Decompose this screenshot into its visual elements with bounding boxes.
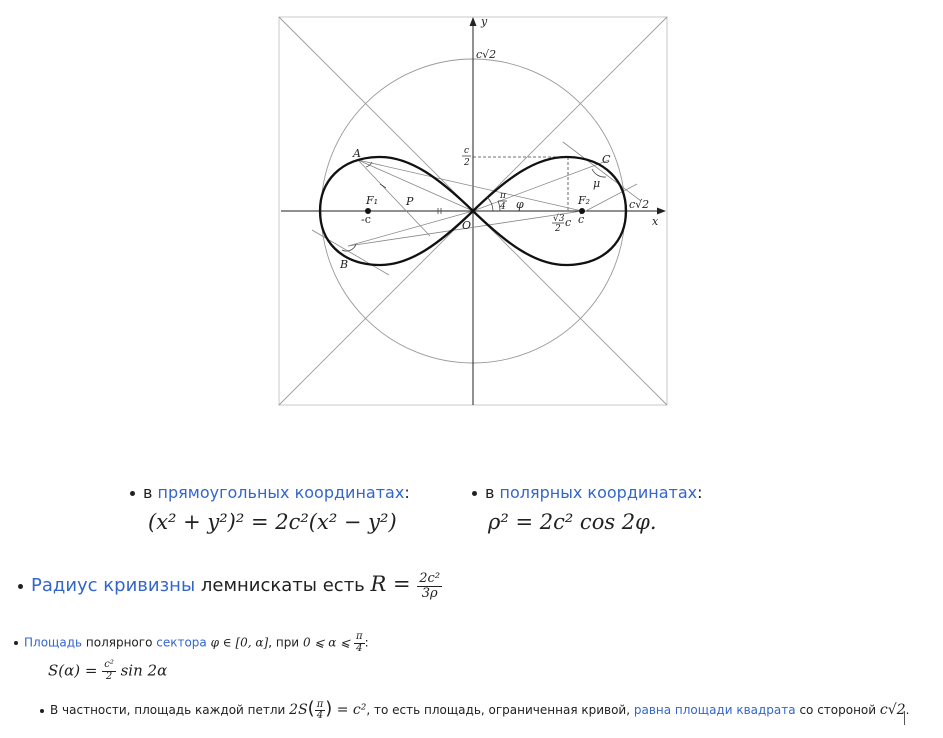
label-sqrt3-den: 2 — [554, 224, 561, 234]
label-O: O — [462, 219, 471, 232]
polar-equation: ρ² = 2c² cos 2φ. — [488, 510, 657, 534]
label-F1: F₁ — [365, 194, 378, 207]
rect-suffix: : — [404, 483, 410, 502]
note-text3: со стороной — [795, 703, 880, 717]
bullet — [14, 641, 18, 645]
area-item: Площадь полярного сектора φ ∈ [0, α], пр… — [14, 631, 369, 654]
line-A-P — [357, 159, 431, 237]
sector-link[interactable]: сектора — [156, 635, 207, 650]
area-pi-den: 4 — [356, 642, 363, 654]
label-minus-c: -c — [361, 213, 371, 226]
note-pi-num: π — [314, 698, 326, 711]
square-area-link[interactable]: равна площади квадрата — [633, 703, 796, 717]
arc-A — [365, 161, 373, 168]
area-cond2: 0 ⩽ α ⩽ — [302, 635, 355, 650]
label-pi4-num: π — [499, 191, 507, 201]
label-P: P — [405, 195, 414, 208]
rect-prefix: в — [143, 483, 158, 502]
label-phi: φ — [516, 198, 524, 211]
point-F1 — [365, 208, 371, 214]
curvature-den: 3ρ — [421, 585, 438, 601]
rect-coords-link[interactable]: прямоугольных координатах — [157, 483, 405, 502]
curvature-radius-link[interactable]: Радиус кривизны — [31, 575, 196, 597]
bullet — [40, 708, 44, 713]
normal-C — [579, 183, 638, 215]
note-text2: , то есть площадь, ограниченная кривой, — [366, 703, 634, 717]
line-A-F2 — [357, 159, 583, 212]
x-axis-arrow — [657, 207, 666, 215]
area-text1: полярного — [82, 635, 157, 650]
note-expr2: = c² — [332, 702, 367, 718]
area-eq-num: c² — [102, 659, 116, 672]
label-c-sqrt2-top: c√2 — [476, 48, 496, 61]
lemniscate-diagram: y x c√2 c√2 c 2 A B C O P F₁ F₂ -c c π 4… — [278, 15, 668, 406]
curvature-lhs: R = — [370, 572, 418, 597]
tangent-C — [562, 141, 642, 202]
area-text2: , при — [268, 635, 303, 650]
text-cursor — [904, 711, 905, 725]
polar-coords-link[interactable]: полярных координатах — [499, 483, 698, 502]
arc-pi4 — [486, 196, 494, 212]
label-c-sqrt2-right: c√2 — [629, 198, 649, 211]
area-pi-num: π — [354, 631, 365, 644]
area-cond1: φ ∈ [0, α] — [206, 635, 269, 650]
y-axis-arrow — [469, 17, 477, 26]
label-C: C — [602, 153, 611, 166]
note-end: . — [905, 703, 910, 717]
rect-equation: (x² + y²)² = 2c²(x² − y²) — [148, 510, 397, 534]
label-pi4-den: 4 — [499, 202, 506, 212]
curvature-num: 2c² — [417, 571, 443, 587]
arc-mu — [591, 168, 607, 178]
tick-1 — [379, 183, 387, 189]
area-link[interactable]: Площадь — [24, 635, 83, 650]
area-colon: : — [364, 635, 369, 650]
lemniscate-curve — [318, 155, 628, 267]
paren-close: ) — [325, 698, 333, 719]
line-O-C — [472, 159, 610, 212]
note-text1: В частности, площадь каждой петли — [50, 703, 290, 717]
lemniscate-figure: y x c√2 c√2 c 2 A B C O P F₁ F₂ -c c π 4… — [276, 14, 670, 408]
note-expr1: 2S — [289, 702, 308, 718]
label-mu: μ — [593, 177, 600, 190]
note-expr3: c√2 — [879, 702, 906, 718]
label-F2: F₂ — [577, 194, 590, 207]
point-F2 — [579, 208, 585, 214]
tangent-B — [311, 229, 390, 276]
label-c-half-num: c — [464, 146, 469, 156]
label-A: A — [352, 147, 361, 160]
line-B-O — [347, 210, 474, 247]
curvature-text: лемнискаты есть — [195, 575, 371, 597]
note-pi-den: 4 — [316, 710, 324, 721]
label-y: y — [480, 15, 488, 28]
arc-B — [341, 243, 357, 252]
area-eq-lhs: S(α) = — [48, 661, 103, 680]
bullet — [18, 583, 23, 589]
line-A-O — [357, 159, 474, 212]
label-B: B — [339, 258, 348, 271]
polar-suffix: : — [697, 483, 703, 502]
area-eq-den: 2 — [105, 670, 113, 682]
label-c-half-den: 2 — [463, 158, 470, 168]
bullet — [472, 491, 477, 496]
bullet — [130, 491, 135, 496]
paren-open: ( — [307, 698, 315, 719]
label-x: x — [652, 215, 659, 228]
area-eq-rhs: sin 2α — [115, 661, 168, 680]
rect-coords-item: в прямоугольных координатах: — [130, 483, 410, 502]
polar-coords-item: в полярных координатах: — [472, 483, 703, 502]
polar-prefix: в — [485, 483, 500, 502]
line-B-F2 — [347, 210, 583, 247]
label-c: c — [578, 213, 584, 226]
label-sqrt3-num: √3 — [553, 213, 565, 224]
label-sqrt3-c: c — [565, 216, 571, 229]
